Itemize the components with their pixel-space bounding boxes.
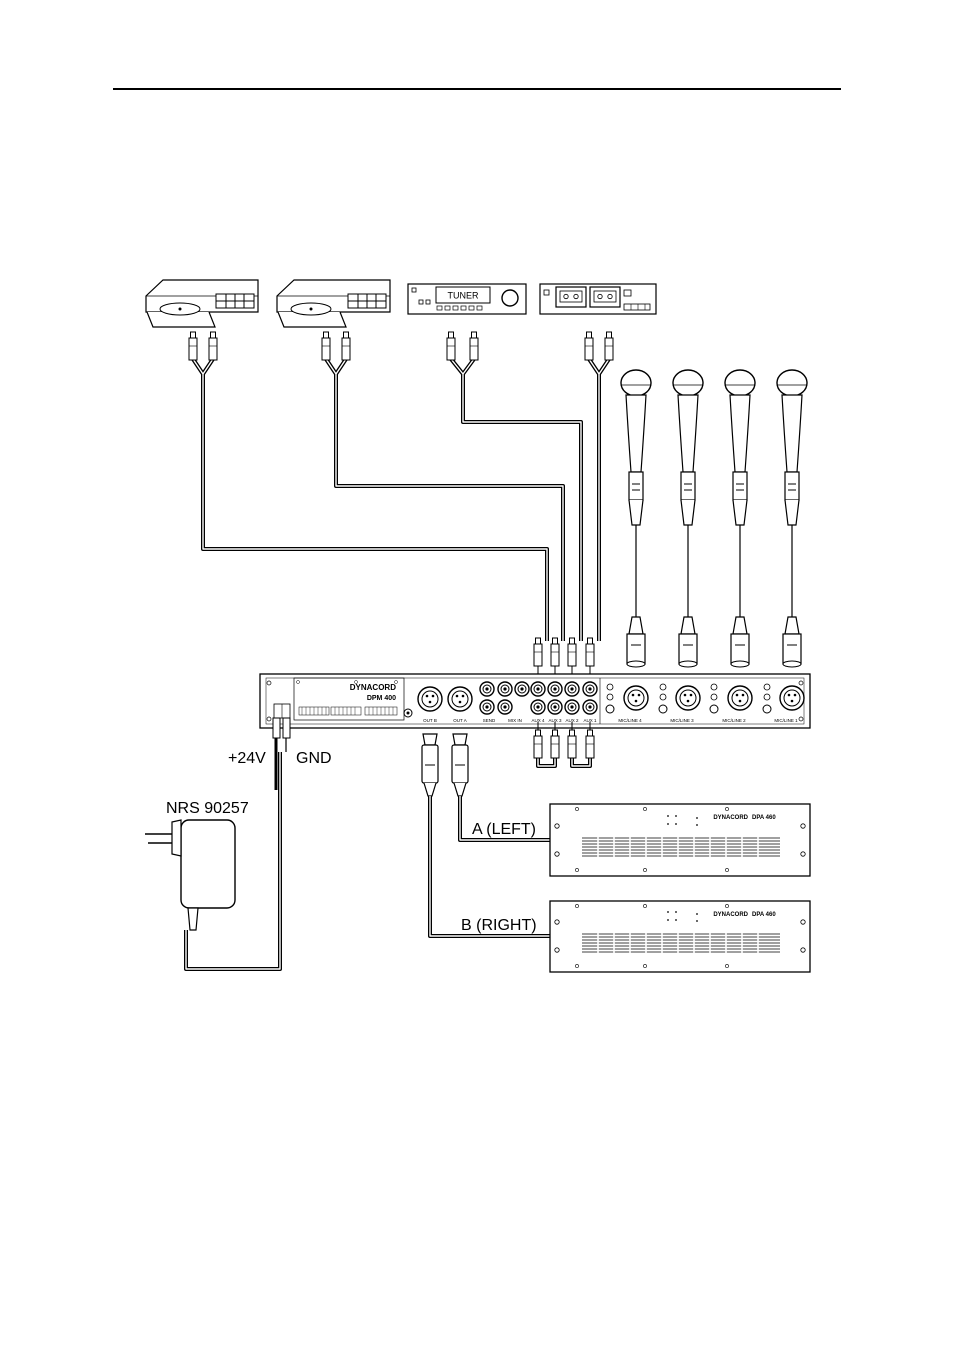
amplifier-left: DYNACORD DPA 460 xyxy=(549,803,811,877)
microphone-2 xyxy=(724,369,756,668)
tuner-device: TUNER xyxy=(407,283,527,315)
mixer-label-mic-line-3: MIC/LINE 3 xyxy=(670,718,694,723)
mixer-label-mic-line-2: MIC/LINE 2 xyxy=(722,718,746,723)
aux-loop-cables xyxy=(536,756,592,768)
cd-player-2 xyxy=(276,279,391,328)
xlr-plug-out-b xyxy=(421,733,439,797)
mixer-label-out-b: OUT B xyxy=(423,718,437,723)
mixer-label-out-a: OUT A xyxy=(453,718,466,723)
label-power-supply-model: NRS 90257 xyxy=(166,800,249,817)
cassette-deck xyxy=(539,283,657,315)
label-positive-24v: +24V xyxy=(228,750,266,767)
source-rca-plugs xyxy=(188,331,614,361)
amp-right-model: DPA 460 xyxy=(752,912,776,918)
mixer-model: DPM 400 xyxy=(367,695,396,702)
mixer-brand: DYNACORD xyxy=(350,683,396,692)
mixer-mic-line-4: MIC/LINE 4 xyxy=(605,683,649,723)
amp-left-brand: DYNACORD xyxy=(713,815,748,821)
xlr-plug-out-a xyxy=(451,733,469,797)
mixer-out-a-xlr xyxy=(447,686,473,712)
mixer-label-mic-line-4: MIC/LINE 4 xyxy=(618,718,642,723)
mixer-out-b-xlr xyxy=(417,686,443,712)
amp-right-brand: DYNACORD xyxy=(713,912,748,918)
tuner-display-text: TUNER xyxy=(448,291,479,301)
mixer-rca-plugs-bottom xyxy=(533,722,595,759)
power-cable xyxy=(184,752,282,971)
mixer-label-send: SEND xyxy=(483,718,496,723)
mixer-label-mix-in: MIX IN xyxy=(508,718,522,723)
power-adapter xyxy=(145,819,236,931)
mixer-label-aux-2: AUX 2 xyxy=(565,718,579,723)
output-cables xyxy=(428,796,553,938)
mixer-mic-line-1: MIC/LINE 1 xyxy=(762,683,805,723)
amplifier-right: DYNACORD DPA 460 xyxy=(549,900,811,973)
source-cables xyxy=(191,357,611,641)
label-ground: GND xyxy=(296,750,332,767)
microphones xyxy=(620,369,808,668)
mixer-label-aux-1: AUX 1 xyxy=(583,718,597,723)
microphone-4 xyxy=(620,369,652,668)
mixer-label-aux-3: AUX 3 xyxy=(548,718,562,723)
microphone-1 xyxy=(776,369,808,668)
mixer-label-mic-line-1: MIC/LINE 1 xyxy=(774,718,798,723)
label-output-right: B (RIGHT) xyxy=(461,917,537,934)
label-output-left: A (LEFT) xyxy=(472,821,536,838)
mixer-label-aux-4: AUX 4 xyxy=(531,718,545,723)
mixer-mic-line-2: MIC/LINE 2 xyxy=(709,683,753,723)
amp-left-model: DPA 460 xyxy=(752,815,776,821)
mixer-dpm400: DYNACORD DPM 400 OUT B OUT A xyxy=(259,673,811,729)
mixer-rca-plugs-top xyxy=(533,637,595,678)
microphone-3 xyxy=(672,369,704,668)
mixer-mic-line-3: MIC/LINE 3 xyxy=(658,683,701,723)
cd-player-1 xyxy=(145,279,259,328)
